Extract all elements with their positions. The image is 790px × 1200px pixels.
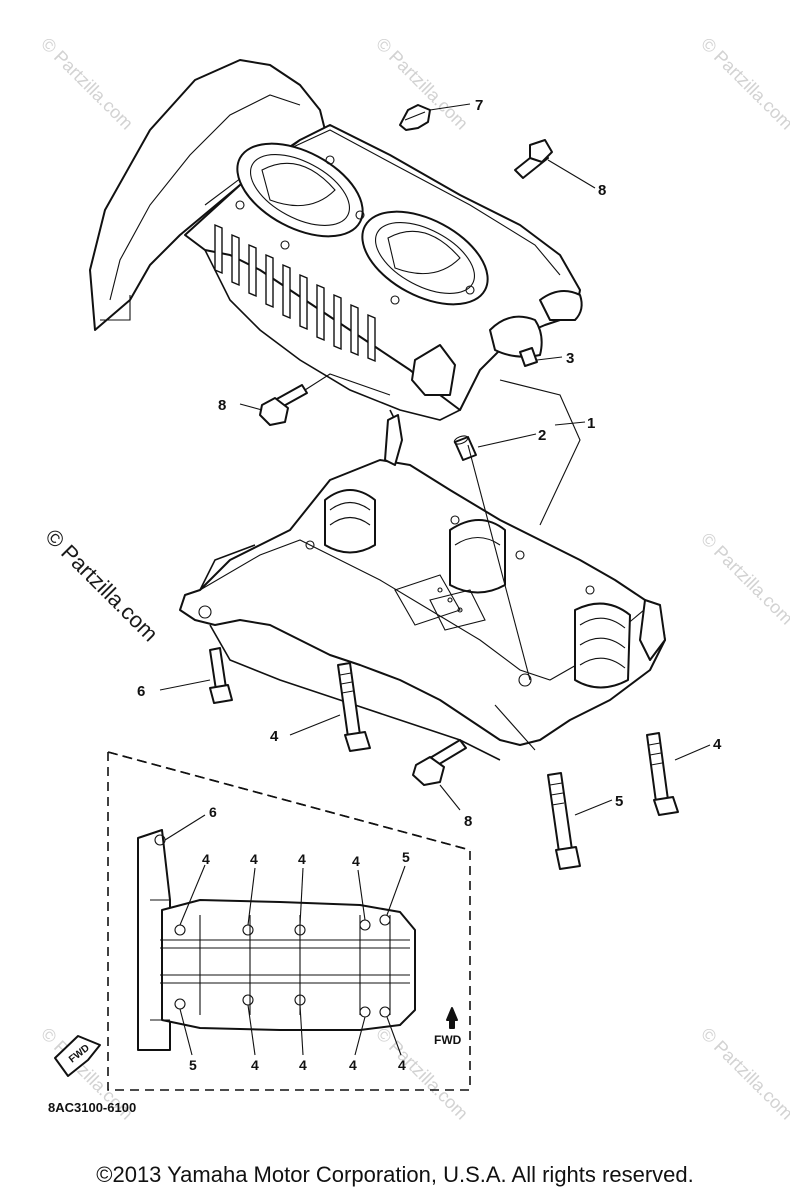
inset-label-top-4: 4 (298, 851, 306, 867)
part-7-stud (399, 104, 431, 131)
copyright-notice: ©2013 Yamaha Motor Corporation, U.S.A. A… (96, 1162, 694, 1187)
watermark-faint-8: © Partzilla.com (697, 1024, 790, 1124)
part-2-dowel (453, 435, 477, 461)
watermark-faint-3: © Partzilla.com (697, 34, 790, 134)
callout-2: 2 (538, 427, 546, 444)
part-6-bolt (209, 647, 233, 704)
inset-label-top-6: 5 (402, 849, 410, 865)
lower-crankcase (179, 414, 666, 761)
part-8-bolt-bottom (412, 739, 467, 786)
inset-label-bottom-5: 4 (398, 1057, 406, 1073)
part-8-bolt-top (514, 139, 553, 179)
callout-3: 3 (566, 350, 574, 367)
callout-4-left: 4 (270, 728, 279, 745)
inset-label-bottom-1: 5 (189, 1057, 197, 1073)
callout-8-left: 8 (218, 397, 226, 414)
inset-label-top-2: 4 (202, 851, 210, 867)
inset-bottom-view (54, 751, 471, 1091)
inset-fwd-label: FWD (434, 1033, 462, 1047)
part-5-bolt (547, 772, 581, 870)
callout-7: 7 (475, 97, 483, 114)
part-8-bolt-left (259, 384, 308, 426)
watermark-main: © Partzilla.com (40, 524, 163, 647)
part-4-bolt-right (646, 732, 679, 816)
callout-8-bottom: 8 (464, 813, 472, 830)
drawing-code: 8AC3100-6100 (48, 1100, 136, 1115)
inset-label-top-5: 4 (352, 853, 360, 869)
callout-8-top: 8 (598, 182, 606, 199)
inset-label-bottom-4: 4 (349, 1057, 357, 1073)
upper-crankcase (89, 59, 583, 421)
part-3-dowel (519, 347, 538, 367)
watermark-faint-4: © Partzilla.com (697, 529, 790, 629)
inset-label-top-3: 4 (250, 851, 258, 867)
inset-label-bottom-3: 4 (299, 1057, 307, 1073)
callout-6: 6 (137, 683, 145, 700)
callout-4-right: 4 (713, 736, 722, 753)
inset-label-bottom-2: 4 (251, 1057, 259, 1073)
callout-1: 1 (587, 415, 595, 432)
callout-5: 5 (615, 793, 623, 810)
cooling-fins (214, 223, 376, 363)
watermark-faint-1: © Partzilla.com (37, 34, 137, 134)
part-4-bolt-left (337, 662, 371, 752)
inset-label-top-1: 6 (209, 804, 217, 820)
leader-lines (159, 103, 711, 816)
